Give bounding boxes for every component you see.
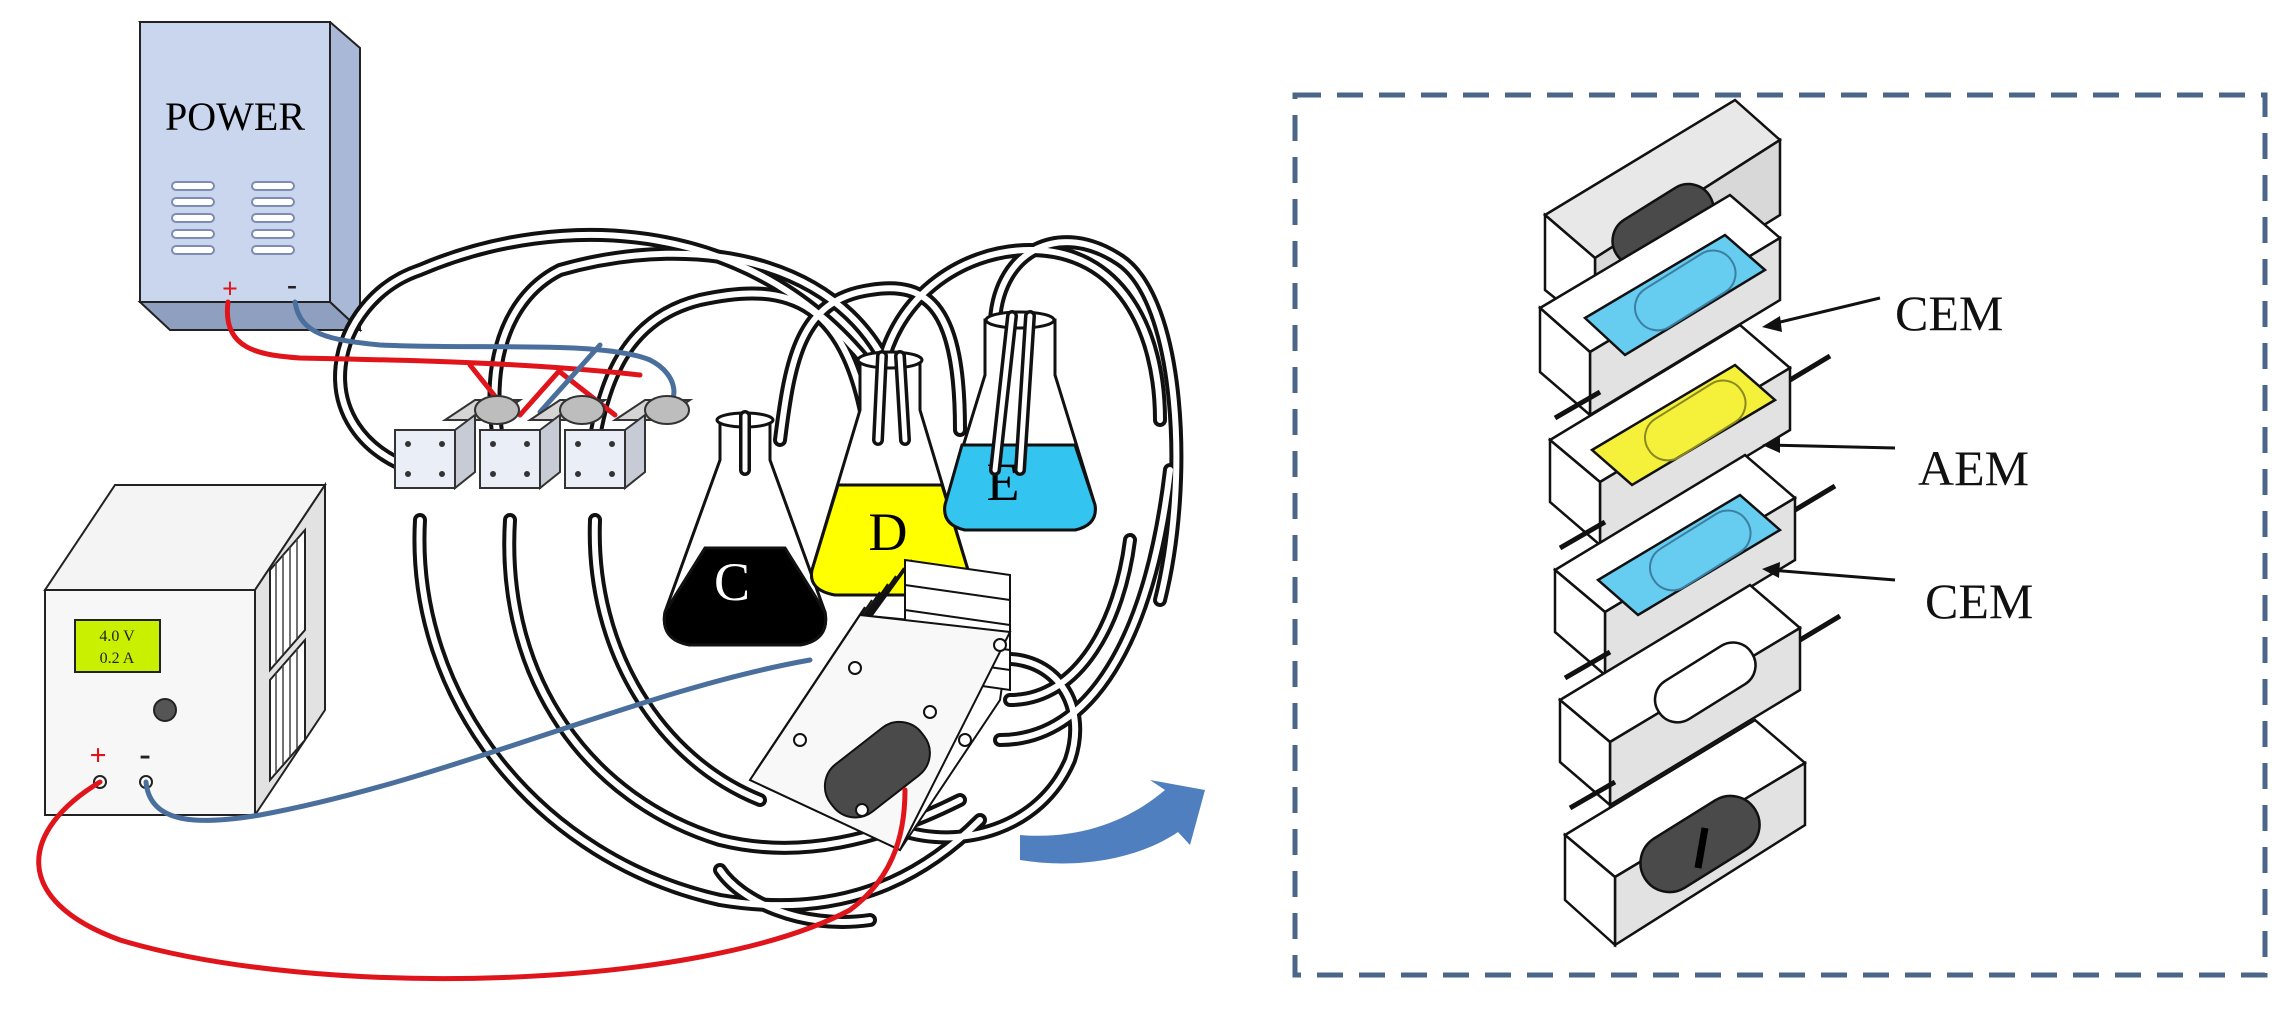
membrane-labels: CEM AEM CEM	[1762, 285, 2033, 629]
dc-knob[interactable]	[153, 698, 177, 722]
dc-current-readout: 0.2 A	[100, 650, 135, 667]
label-cem-bottom: CEM	[1925, 573, 2033, 629]
pump-1	[394, 395, 524, 491]
plate-aem	[1547, 323, 1832, 551]
power-vent-left	[171, 181, 215, 255]
flask-c-label: C	[714, 552, 750, 612]
ed-stack	[748, 558, 1012, 852]
label-cem-top: CEM	[1895, 285, 2003, 341]
flask-c: C	[662, 411, 828, 647]
dc-negative-terminal: -	[139, 736, 150, 773]
peristaltic-pumps	[394, 395, 694, 491]
power-positive-terminal: +	[222, 274, 238, 305]
dc-power-supply: 4.0 V 0.2 A + -	[43, 481, 327, 819]
dc-wiring	[36, 657, 908, 982]
aem-membrane	[1589, 363, 1778, 487]
exploded-stack	[1537, 98, 1842, 948]
plate-cem-top	[1537, 193, 1783, 421]
dc-voltage-readout: 4.0 V	[99, 628, 135, 645]
expand-arrow	[1020, 780, 1205, 864]
plate-spacer	[1557, 583, 1842, 811]
dc-positive-terminal: +	[89, 739, 106, 772]
cem-membrane-2	[1595, 493, 1783, 617]
power-title: POWER	[165, 94, 305, 139]
ed-electrode-window	[823, 720, 931, 819]
plate-end-bottom	[1562, 718, 1808, 948]
power-vent-right	[251, 181, 295, 255]
power-unit: POWER + -	[137, 21, 363, 333]
power-negative-terminal: -	[287, 268, 297, 301]
pump-2	[479, 395, 609, 491]
flask-d-label: D	[869, 502, 908, 562]
detail-frame	[1292, 92, 2268, 978]
flask-d: D	[809, 350, 971, 597]
dc-vent	[269, 527, 306, 783]
tubing	[333, 227, 1184, 929]
label-aem: AEM	[1918, 440, 2029, 496]
cem-membrane-1	[1582, 233, 1768, 357]
power-front-panel	[139, 21, 331, 303]
flask-inlet-tubes	[739, 310, 1036, 476]
pump-3	[564, 395, 694, 491]
plate-cem-bottom	[1552, 453, 1837, 681]
dc-display	[74, 619, 161, 673]
